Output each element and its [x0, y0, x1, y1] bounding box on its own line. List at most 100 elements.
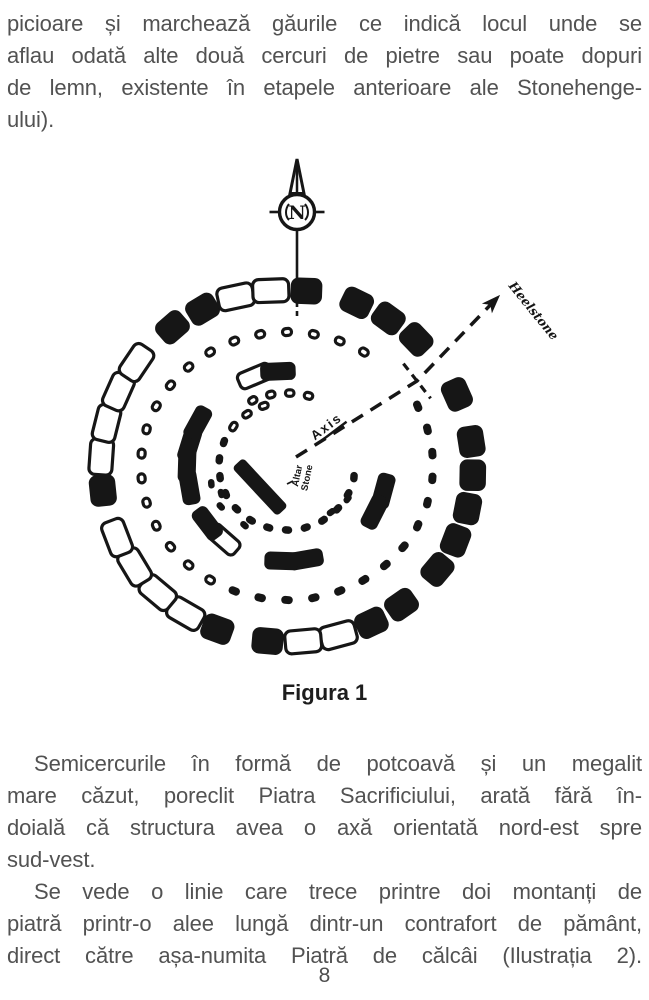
- standing-stone: [420, 552, 455, 587]
- standing-stone: [216, 471, 224, 483]
- standing-stone: [254, 593, 266, 603]
- text-line: ului).: [7, 107, 55, 132]
- standing-stone: [398, 541, 409, 553]
- stone-outline: [182, 361, 195, 373]
- stone-outline: [141, 496, 152, 509]
- standing-stone: [440, 377, 473, 412]
- standing-stone: [219, 436, 229, 448]
- text-line: direct către așa-numita Piatră de călcâi…: [7, 943, 642, 968]
- bluestone-horseshoe: [207, 388, 358, 534]
- stone-outline: [317, 619, 359, 652]
- standing-stone: [281, 595, 293, 605]
- standing-stone: [360, 493, 389, 530]
- axis-label-group: Axis: [308, 410, 348, 446]
- standing-stone: [439, 523, 472, 558]
- paragraph-3: Se vede o linie care trece printre doi m…: [7, 876, 642, 972]
- lower-text-block: Semicercurile în formă de potcoavă și un…: [7, 748, 642, 972]
- outer-sarsen-ring: [87, 277, 487, 656]
- standing-stone: [456, 424, 486, 459]
- standing-stone: [216, 502, 226, 511]
- standing-stone: [379, 559, 391, 571]
- stone-outline: [333, 335, 346, 347]
- stone-outline: [136, 447, 147, 460]
- text-line: picioare și marchează găurile ce indică …: [7, 11, 642, 36]
- text-line: Semicercurile în formă de potcoavă și un…: [34, 751, 642, 776]
- stone-outline: [283, 627, 324, 656]
- axis-dashed-line: [295, 295, 500, 459]
- standing-stone: [358, 574, 370, 585]
- stone-outline: [307, 328, 320, 340]
- standing-stone: [422, 423, 432, 436]
- axis-arrowhead-icon: [481, 294, 501, 314]
- stone-outline: [141, 423, 152, 436]
- text-line: mare căzut, poreclit Piatra Sacrificiulu…: [7, 783, 642, 808]
- compass-flourish-right: [304, 203, 309, 221]
- text-line: Se vede o linie care trece printre doi m…: [34, 879, 642, 904]
- stone-outline: [182, 559, 195, 571]
- standing-stone: [185, 292, 220, 326]
- text-line: de lemn, existente în etapele anterioare…: [7, 75, 642, 100]
- standing-stone: [300, 523, 311, 532]
- figure-caption: Figura 1: [281, 680, 368, 705]
- stone-outline: [228, 420, 239, 433]
- stone-outline: [257, 400, 270, 411]
- stone-outline: [204, 346, 217, 358]
- stone-outline: [117, 341, 156, 384]
- page-number: 8: [318, 964, 331, 987]
- stone-outline: [100, 516, 135, 559]
- standing-stone: [343, 494, 352, 504]
- axis-cross-dashes: [402, 362, 432, 400]
- standing-stone: [207, 478, 215, 489]
- standing-stone: [459, 459, 487, 492]
- altar-stone-bar: [233, 459, 287, 515]
- standing-stone: [384, 587, 419, 622]
- stone-outline: [247, 395, 259, 406]
- standing-stone: [290, 277, 323, 305]
- compass-circle: [277, 192, 317, 232]
- standing-stone: [215, 454, 224, 465]
- paragraph-1: picioare și marchează găurile ce indică …: [7, 8, 642, 136]
- stone-outline: [136, 472, 147, 485]
- standing-stone: [281, 526, 293, 534]
- standing-stone: [231, 504, 242, 514]
- stone-outline: [357, 346, 370, 358]
- standing-stone: [260, 361, 296, 381]
- standing-stone: [370, 301, 406, 336]
- north-label: N: [288, 202, 305, 224]
- standing-stone: [308, 593, 320, 603]
- heelstone-label: Heelstone: [505, 278, 562, 343]
- stone-outline: [228, 335, 241, 347]
- axis-label-underline: [315, 420, 348, 446]
- stone-outline: [264, 389, 277, 400]
- standing-stone: [452, 491, 483, 526]
- altar-label-tick: [286, 480, 294, 485]
- paragraph-2: Semicercurile în formă de potcoavă și un…: [7, 748, 642, 876]
- standing-stone: [398, 322, 434, 357]
- text-line: aflau odată alte două cercuri de pietre …: [7, 43, 642, 68]
- stone-outline: [254, 328, 267, 340]
- standing-stone: [318, 515, 329, 525]
- standing-stone: [240, 520, 249, 530]
- standing-stone: [354, 606, 389, 639]
- standing-stone: [228, 586, 240, 596]
- standing-stone: [326, 507, 336, 517]
- standing-stone: [339, 286, 375, 320]
- standing-stone: [350, 471, 358, 483]
- standing-stone: [412, 400, 423, 412]
- standing-stone: [200, 613, 235, 645]
- standing-stone: [177, 446, 197, 483]
- stone-outline: [215, 281, 257, 313]
- stone-outline: [150, 519, 162, 532]
- trilithon-horseshoe: [177, 361, 396, 571]
- standing-stone: [428, 472, 437, 485]
- standing-stone: [251, 627, 284, 655]
- stone-outline: [241, 408, 253, 420]
- standing-stone: [245, 515, 257, 525]
- heelstone-label-group: Heelstone: [505, 278, 562, 343]
- compass-flourish-left: [285, 203, 290, 221]
- standing-stone: [334, 586, 346, 596]
